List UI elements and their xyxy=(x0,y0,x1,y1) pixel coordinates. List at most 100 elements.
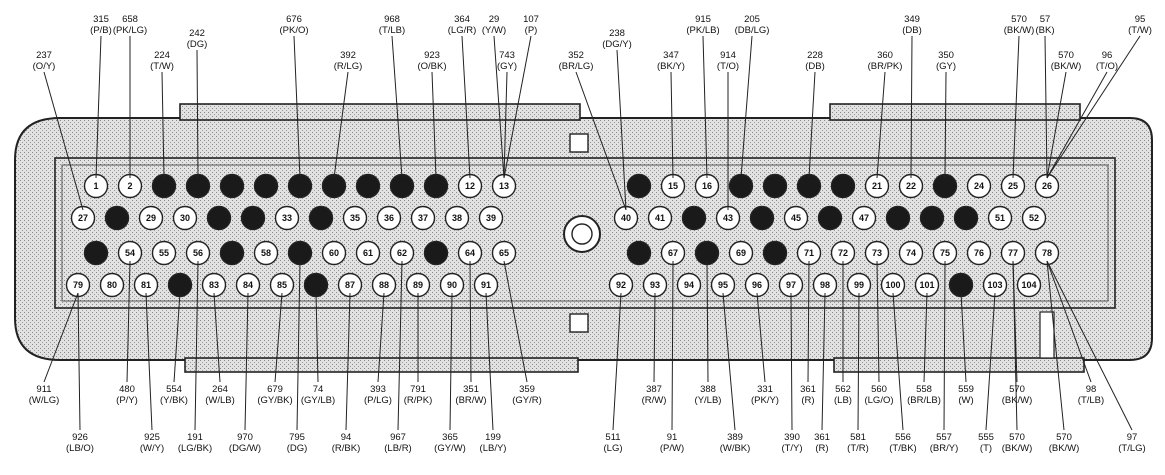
wire-color-code: (BR/LB) xyxy=(907,395,941,406)
wire-label-bottom: 359(GY/R) xyxy=(512,384,542,406)
pin-number: 64 xyxy=(465,248,475,258)
pin-number: 61 xyxy=(363,248,373,258)
wire-color-code: (LB/Y) xyxy=(480,443,507,454)
key-slot-bottom xyxy=(569,313,589,333)
wire-label-bottom: 791(R/PK) xyxy=(404,384,433,406)
wire-circuit-number: 968 xyxy=(384,14,400,25)
connector-housing xyxy=(14,103,1153,373)
leader-line xyxy=(449,292,453,431)
pin-number: 79 xyxy=(73,280,83,290)
leader-line xyxy=(1046,71,1067,179)
wire-color-code: (PK/LG) xyxy=(113,25,147,36)
wire-label-bottom: 581(T/R) xyxy=(847,432,869,454)
pin-74: 74 xyxy=(898,240,924,266)
pin-plugged xyxy=(885,205,911,231)
wire-label-top: 914(T/O) xyxy=(717,50,739,72)
wire-circuit-number: 392 xyxy=(340,50,356,61)
wire-circuit-number: 350 xyxy=(938,50,954,61)
wire-circuit-number: 107 xyxy=(523,14,539,25)
pin-number: 78 xyxy=(1042,248,1052,258)
center-bolt-inner xyxy=(571,223,593,245)
pin-number: 98 xyxy=(820,280,830,290)
wire-color-code: (P) xyxy=(525,25,538,36)
housing-top-latch-left xyxy=(179,103,581,121)
pin-plugged xyxy=(817,205,843,231)
pin-plugged xyxy=(83,240,109,266)
pin-number: 80 xyxy=(107,280,117,290)
wire-label-bottom: 925(W/Y) xyxy=(140,432,164,454)
leader-line xyxy=(126,260,131,383)
pin-number: 81 xyxy=(141,280,151,290)
pin-circle xyxy=(966,240,992,266)
wire-label-bottom: 94(R/BK) xyxy=(332,432,361,454)
wire-label-bottom: 97(T/LG) xyxy=(1118,432,1145,454)
pin-number: 45 xyxy=(791,213,801,223)
wire-circuit-number: 315 xyxy=(93,14,109,25)
leader-line xyxy=(671,260,674,431)
pin-number: 2 xyxy=(127,181,132,191)
pin-number: 35 xyxy=(350,213,360,223)
pin-98: 98 xyxy=(812,272,838,298)
wire-circuit-number: 914 xyxy=(720,50,736,61)
wire-label-top: 676(PK/O) xyxy=(279,14,308,36)
pin-plugged xyxy=(626,173,652,199)
pin-circle xyxy=(219,173,245,199)
pin-2: 2 xyxy=(117,173,143,199)
wire-circuit-number: 359 xyxy=(519,384,535,395)
pin-circle xyxy=(83,240,109,266)
wire-color-code: (T/R) xyxy=(847,443,869,454)
pin-circle xyxy=(626,173,652,199)
wire-circuit-number: 97 xyxy=(1127,432,1138,443)
pin-circle xyxy=(104,205,130,231)
pin-number: 104 xyxy=(1021,280,1036,290)
leader-line xyxy=(892,292,904,431)
pin-35: 35 xyxy=(342,205,368,231)
pin-21: 21 xyxy=(864,173,890,199)
wire-circuit-number: 264 xyxy=(212,384,228,395)
wire-label-top: 29(Y/W) xyxy=(482,14,506,36)
wire-color-code: (BK/W) xyxy=(1049,443,1080,454)
leader-line xyxy=(944,71,947,179)
pin-circle xyxy=(151,240,177,266)
pin-number: 37 xyxy=(418,213,428,223)
wire-circuit-number: 562 xyxy=(835,384,851,395)
wire-color-code: (BK) xyxy=(1036,25,1055,36)
pin-circle xyxy=(626,240,652,266)
pin-75: 75 xyxy=(932,240,958,266)
wire-label-top: 570(BK/W) xyxy=(1004,14,1035,36)
pin-number: 54 xyxy=(125,248,135,258)
pin-field-inner-frame xyxy=(61,164,1109,302)
leader-line xyxy=(244,292,249,431)
pin-plugged xyxy=(219,173,245,199)
wire-color-code: (BK/W) xyxy=(1002,395,1033,406)
pin-24: 24 xyxy=(966,173,992,199)
wire-label-top: 96(T/O) xyxy=(1096,50,1118,72)
housing-top-latch-right xyxy=(829,103,1081,121)
leader-line xyxy=(431,71,437,179)
wire-circuit-number: 228 xyxy=(807,50,823,61)
pin-circle xyxy=(1016,272,1042,298)
wire-label-top: 350(GY) xyxy=(936,50,956,72)
leader-line xyxy=(485,292,494,431)
pin-45: 45 xyxy=(783,205,809,231)
wire-color-code: (BK/W) xyxy=(1051,61,1082,72)
pin-number: 83 xyxy=(209,280,219,290)
pin-number: 21 xyxy=(872,181,882,191)
leader-line xyxy=(161,71,165,179)
leader-line xyxy=(876,260,880,383)
pin-61: 61 xyxy=(355,240,381,266)
pin-52: 52 xyxy=(1021,205,1047,231)
pin-circle xyxy=(410,205,436,231)
wire-circuit-number: 387 xyxy=(646,384,662,395)
wire-circuit-number: 915 xyxy=(695,14,711,25)
pin-circle xyxy=(728,240,754,266)
leader-line xyxy=(503,35,532,179)
pin-72: 72 xyxy=(830,240,856,266)
pin-circle xyxy=(172,205,198,231)
wire-circuit-number: 791 xyxy=(410,384,426,395)
wire-label-bottom: 559(W) xyxy=(958,384,974,406)
housing-bottom-latch-right xyxy=(833,357,1085,373)
pin-circle xyxy=(274,205,300,231)
wire-circuit-number: 558 xyxy=(916,384,932,395)
